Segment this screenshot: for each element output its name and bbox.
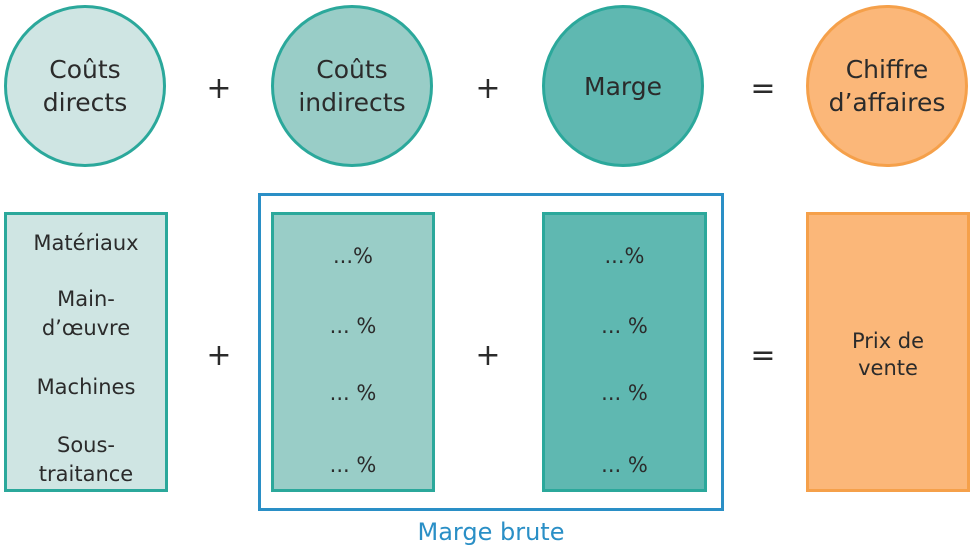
margin-box: ...% ... % ... % ... % — [542, 212, 707, 492]
gross-margin-label: Marge brute — [417, 518, 565, 546]
circle-direct-costs-line1: Coûts — [49, 55, 121, 84]
circle-direct-costs: Coûts directs — [4, 5, 166, 167]
direct-cost-materials: Matériaux — [33, 231, 139, 255]
plus-operator-top-2: + — [475, 71, 501, 106]
equals-operator-top: = — [750, 71, 776, 106]
circle-margin: Marge — [542, 5, 704, 167]
indirect-percentage: ...% — [333, 244, 373, 268]
direct-cost-item: Machines — [7, 373, 165, 402]
sale-price-box: Prix de vente — [806, 212, 970, 492]
direct-cost-item: Matériaux — [7, 229, 165, 258]
indirect-percentage: ... % — [329, 314, 377, 338]
circle-revenue-line2: d’affaires — [828, 88, 946, 117]
equals-operator-bottom: = — [750, 338, 776, 373]
margin-percentage: ... % — [601, 314, 648, 338]
circle-revenue: Chiffre d’affaires — [806, 5, 968, 167]
sale-price-text: Prix de vente — [809, 328, 967, 382]
direct-cost-item: Main- d’œuvre — [7, 285, 165, 343]
direct-costs-box: Matériaux Main- d’œuvre Machines Sous- t… — [4, 212, 168, 492]
circle-margin-line1: Marge — [584, 71, 662, 101]
gross-margin-frame — [258, 193, 724, 511]
plus-operator-bottom-2: + — [475, 338, 501, 373]
margin-percentage: ... % — [601, 381, 648, 405]
circle-direct-costs-line2: directs — [42, 88, 128, 117]
indirect-percentage: ... % — [329, 453, 377, 477]
margin-percentage: ... % — [601, 453, 648, 477]
direct-cost-labour-line1: Main- — [57, 287, 115, 311]
indirect-costs-box: ...% ... % ... % ... % — [271, 212, 435, 492]
sale-price-line1: Prix de — [851, 329, 925, 353]
circle-revenue-line1: Chiffre — [845, 55, 929, 84]
direct-cost-item: Sous- traitance — [7, 431, 165, 489]
indirect-percentage: ... % — [329, 381, 377, 405]
circle-indirect-costs-line1: Coûts — [316, 55, 388, 84]
direct-cost-labour-line2: d’œuvre — [41, 316, 131, 340]
direct-cost-subcontracting-line1: Sous- — [56, 433, 115, 457]
direct-cost-subcontracting-line2: traitance — [38, 462, 134, 486]
circle-indirect-costs-line2: indirects — [298, 88, 406, 117]
margin-percentage: ...% — [604, 244, 645, 268]
plus-operator-bottom-1: + — [206, 338, 232, 373]
sale-price-line2: vente — [858, 356, 918, 380]
circle-indirect-costs: Coûts indirects — [271, 5, 433, 167]
direct-cost-machines: Machines — [36, 375, 136, 399]
plus-operator-top-1: + — [206, 71, 232, 106]
